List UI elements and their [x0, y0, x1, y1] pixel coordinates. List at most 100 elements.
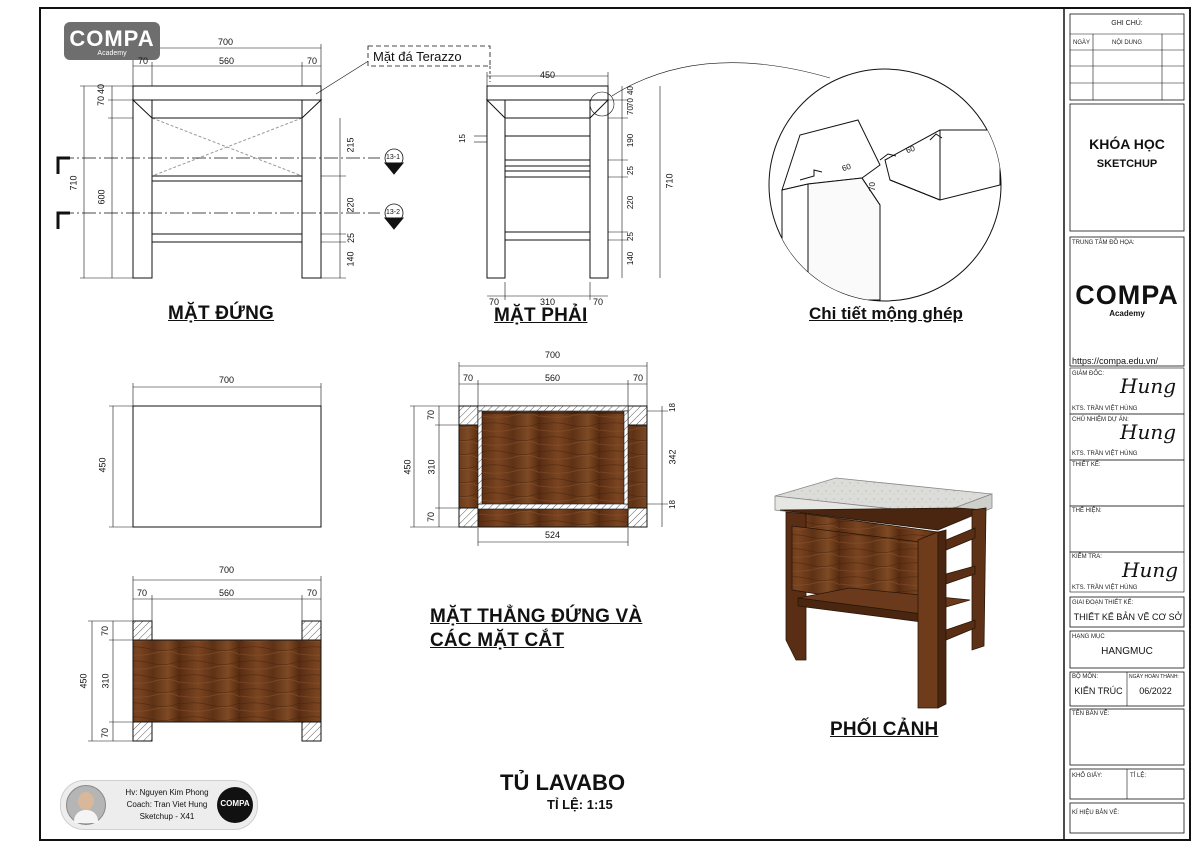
sections-title-line1: MẶT THẲNG ĐỨNG VÀ	[430, 606, 643, 627]
dim-sec2-70a-left: 70	[100, 625, 111, 637]
dim-front-70a: 70	[138, 56, 149, 66]
dim-front-220: 220	[345, 197, 356, 213]
scale-label: TỈ LỆ:	[1130, 773, 1147, 779]
dim-sec1-560: 560	[545, 373, 561, 383]
section-13-1	[410, 362, 668, 546]
item-value: HANGMUC	[1101, 646, 1153, 657]
dim-front-560: 560	[219, 56, 235, 66]
dim-right-15: 15	[457, 134, 467, 143]
center-label: TRUNG TÂM ĐỒ HỌA:	[1072, 240, 1135, 246]
compa-logo-top: COMPA Academy	[64, 22, 160, 60]
pm-signature: Hung	[1120, 420, 1177, 444]
drawing-scale: TỈ LỆ: 1:15	[547, 797, 613, 812]
course-line1: KHÓA HỌC	[1089, 136, 1165, 152]
sec2-leg-tl	[132, 620, 153, 641]
paper-label: KHỔ GIẤY:	[1072, 773, 1103, 779]
right-elevation-title: MẶT PHẢI	[494, 305, 588, 326]
dim-sec2-310: 310	[100, 673, 111, 689]
dim-right-bottom-70a: 70	[489, 297, 500, 307]
title-block-grid	[1069, 13, 1185, 834]
pm-name: KTS. TRẦN VIỆT HÙNG	[1072, 451, 1138, 457]
badge-compa-logo: COMPA	[217, 787, 253, 823]
sheet-name-label: TÊN BẢN VẼ:	[1072, 711, 1110, 717]
dim-front-215: 215	[345, 137, 356, 153]
student-class: Sketchup - X41	[139, 812, 195, 821]
date-label: NGÀY HOÀN THÀNH:	[1129, 674, 1179, 680]
dim-sec1-310: 310	[426, 459, 437, 475]
terrazzo-label-box	[367, 45, 491, 67]
dim-sec1-70b: 70	[633, 373, 644, 383]
sections-title-line2: CÁC MẶT CẮT	[430, 630, 565, 651]
dept-label: BỘ MÔN:	[1072, 674, 1099, 680]
joint-detail	[768, 68, 1002, 302]
sheet-border	[39, 7, 1191, 841]
sec1-leg-bl	[458, 507, 479, 528]
sec1-leg-tl	[458, 405, 479, 426]
dim-right-450: 450	[540, 70, 556, 80]
drawn-label: THỂ HIỆN:	[1072, 508, 1102, 514]
front-lower-rail	[151, 233, 303, 243]
dim-right-25b: 25	[625, 232, 635, 241]
right-left-leg	[486, 99, 506, 279]
front-left-leg	[132, 99, 153, 279]
front-right-leg	[301, 99, 322, 279]
sec1-leg-tr	[627, 405, 648, 426]
director-signature: Hung	[1120, 374, 1177, 398]
section-marker-13-1: 13-1	[386, 154, 401, 161]
drawing-title: TỦ LAVABO	[500, 770, 626, 795]
logo-subtext: Academy	[97, 50, 127, 57]
dim-sec2-70a: 70	[137, 588, 148, 598]
item-label: HẠNG MỤC	[1072, 634, 1105, 640]
front-elevation	[56, 44, 405, 279]
dim-sec1-18a: 18	[667, 403, 677, 412]
course-line2: SKETCHUP	[1096, 158, 1158, 170]
phase-value: THIẾT KẾ BẢN VẼ CƠ SỞ	[1073, 612, 1183, 622]
dim-sec1-70a: 70	[463, 373, 474, 383]
perspective-view	[774, 477, 993, 709]
design-label: THIẾT KẾ:	[1072, 462, 1101, 468]
dim-detail-70: 70	[867, 182, 877, 191]
notes-col-date: NGÀY	[1073, 40, 1091, 46]
dim-front-70b: 70	[307, 56, 318, 66]
dim-right-70b: 70	[625, 106, 635, 115]
sec2-leg-bl	[132, 721, 153, 742]
director-name: KTS. TRẦN VIỆT HÙNG	[1072, 406, 1138, 412]
dim-sec2-70b: 70	[307, 588, 318, 598]
perspective-title: PHỐI CẢNH	[830, 719, 939, 740]
dim-right-25a: 25	[625, 166, 635, 175]
director-label: GIÁM ĐỐC:	[1072, 371, 1105, 377]
dim-sec1-700: 700	[545, 350, 561, 360]
front-middle-rail	[151, 175, 303, 182]
dim-sec1-18b: 18	[667, 500, 677, 509]
dim-sec1-70a-left: 70	[426, 409, 437, 421]
dim-right-40: 40	[625, 86, 635, 95]
website-url: https://compa.edu.vn/	[1072, 356, 1159, 366]
dim-front-600: 600	[96, 189, 107, 205]
top-plan	[109, 383, 322, 528]
terrazzo-label: Mặt đá Terazzo	[373, 49, 462, 64]
dim-front-700: 700	[218, 37, 234, 47]
dim-right-140: 140	[626, 251, 636, 266]
pm-label: CHỦ NHIỆM DỰ ÁN:	[1072, 417, 1129, 423]
front-top-slab	[132, 85, 322, 101]
dim-sec2-560: 560	[219, 588, 235, 598]
badge-logo-text: COMPA	[220, 799, 250, 808]
dim-plan-700: 700	[219, 375, 235, 385]
student-avatar	[66, 785, 106, 825]
student-badge: Hv: Nguyen Kim Phong Coach: Tran Viet Hu…	[60, 780, 258, 830]
detail-title: Chi tiết mộng ghép	[809, 304, 963, 323]
notes-header: GHI CHÚ:	[1111, 20, 1143, 27]
dim-right-190: 190	[626, 133, 636, 148]
dim-sec2-700: 700	[219, 565, 235, 575]
sec2-leg-tr	[301, 620, 322, 641]
right-elevation	[474, 62, 831, 300]
sec1-leg-br	[627, 507, 648, 528]
dim-right-bottom-70b: 70	[593, 297, 604, 307]
dim-right-710: 710	[664, 173, 675, 189]
title-block-logo-sub: Academy	[1109, 309, 1145, 318]
dim-front-25: 25	[346, 232, 357, 244]
check-label: KIỂM TRA:	[1072, 554, 1102, 560]
section-13-2	[88, 576, 322, 742]
student-name: Hv: Nguyen Kim Phong	[125, 788, 209, 797]
code-label: KÍ HIỆU BẢN VẼ:	[1072, 810, 1120, 816]
